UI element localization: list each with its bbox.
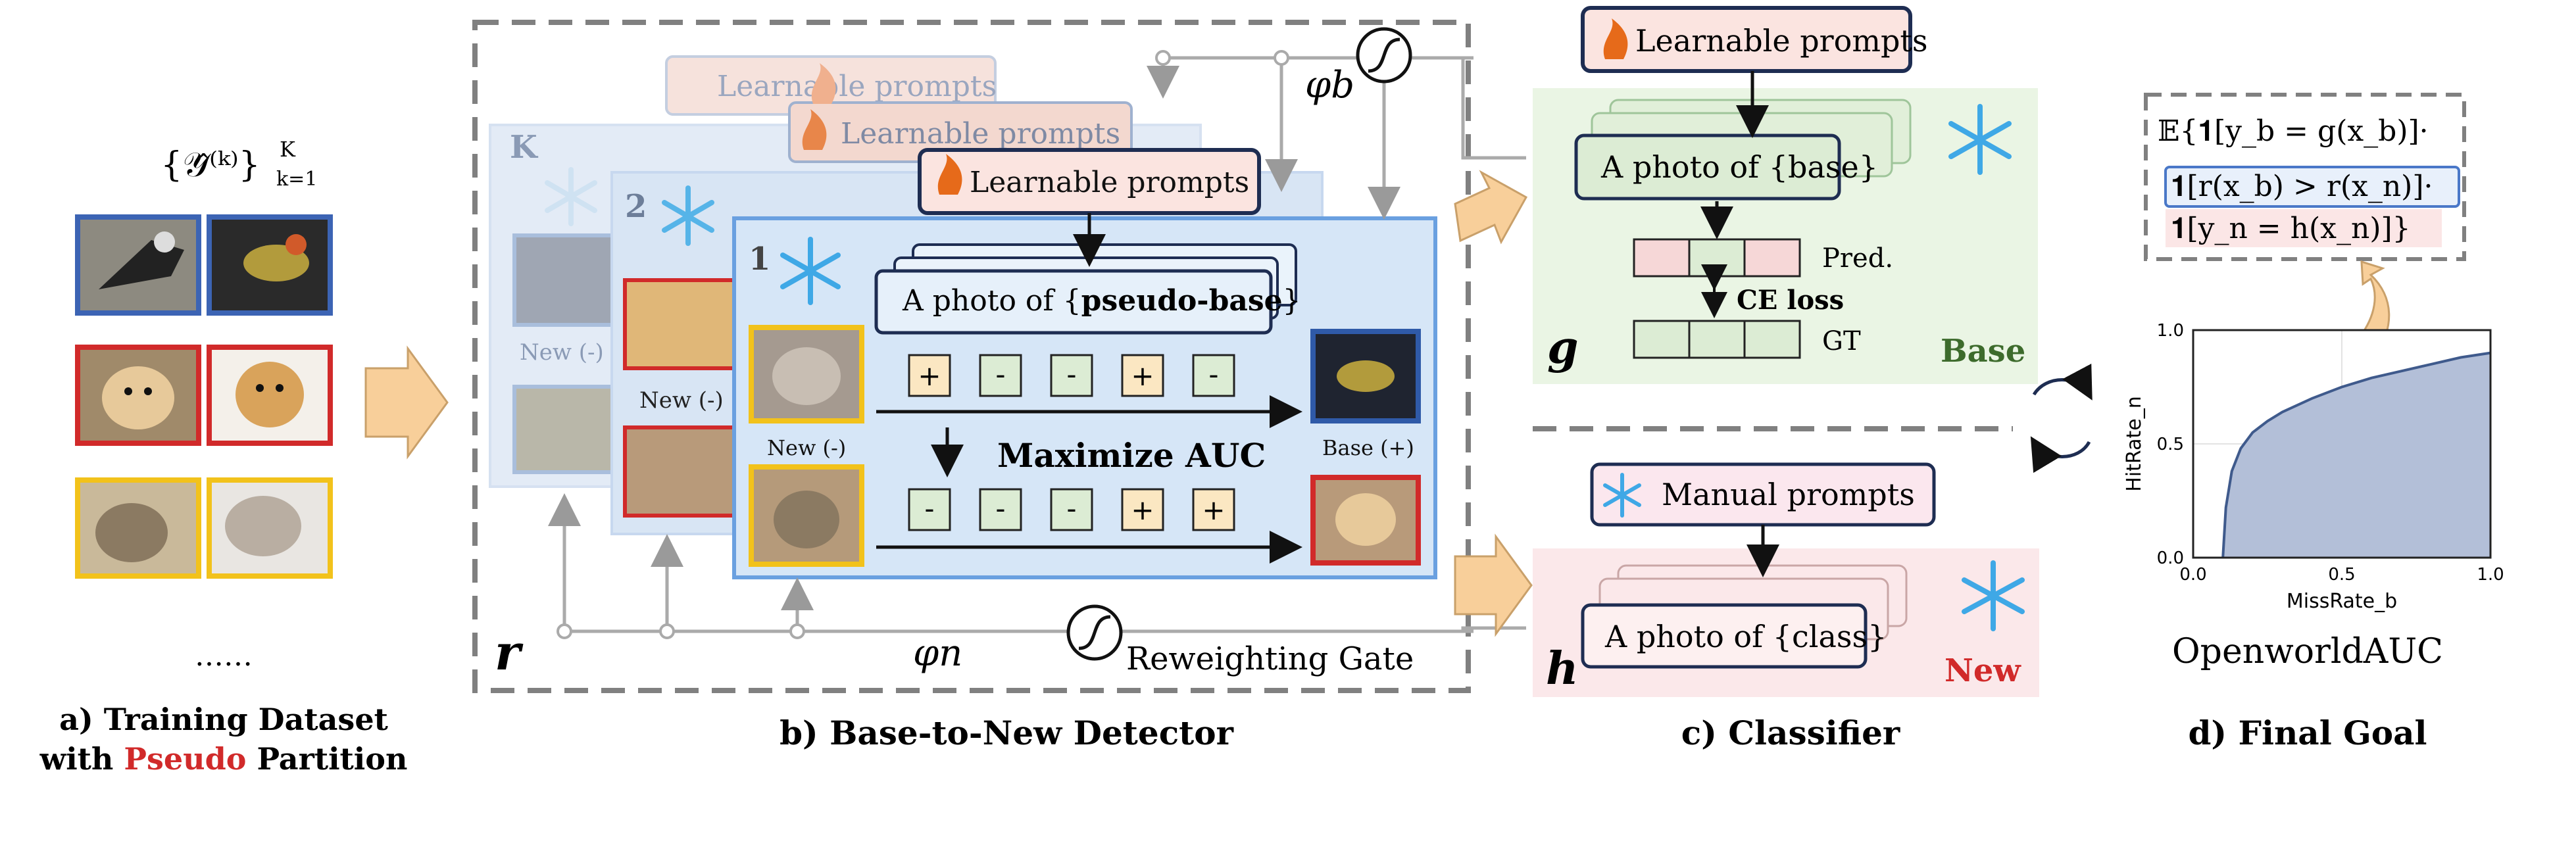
yellow-pair [75, 477, 333, 579]
y-tick-label: 0.5 [2157, 435, 2184, 454]
snowflake-icon [780, 237, 841, 305]
svg-text:+: + [1131, 494, 1154, 526]
r-symbol: r [495, 625, 524, 681]
formula-line-1: 𝔼{𝟏[y_b = g(x_b)]· [2158, 114, 2429, 148]
caption-c: c) Classifier [1681, 714, 1900, 752]
phi-b: φb [1305, 64, 1354, 107]
panel-b: K Learnable prompts New (-) 2 Learnable … [472, 20, 1526, 693]
svg-text:-: - [1208, 358, 1218, 391]
phi-n: φn [913, 632, 962, 675]
panel-d: 𝔼{𝟏[y_b = g(x_b)]· 𝟏[r(x_b) > r(x_n)]· 𝟏… [2123, 93, 2504, 671]
roc-curve [2221, 351, 2491, 558]
formula-highlight-blue [2164, 166, 2460, 208]
formula-highlight-red [2166, 209, 2442, 247]
flame-icon [1603, 18, 1628, 59]
flame-icon [802, 109, 827, 150]
snowflake-icon [1603, 473, 1641, 518]
loss-label: CE loss [1737, 285, 1844, 316]
template-box [874, 269, 1273, 335]
new-label-2: New (-) [639, 387, 724, 414]
swap-icon [2030, 363, 2093, 473]
x-axis-label: MissRate_b [2287, 590, 2397, 613]
red-pair [75, 345, 333, 446]
stack-label-1: 1 [749, 241, 770, 278]
ellipsis: …… [195, 639, 253, 673]
caption-b: b) Base-to-New Detector [780, 714, 1234, 752]
bird-image [1310, 329, 1421, 424]
score-row-1: + - - + - [908, 354, 1235, 397]
base-template-text: A photo of {base} [1600, 149, 1878, 185]
prompt-label-2: Learnable prompts [841, 117, 1120, 151]
svg-text:-: - [1066, 493, 1076, 525]
pred-label: Pred. [1822, 243, 1893, 274]
bird-image [512, 385, 615, 474]
caption-d: d) Final Goal [2188, 714, 2427, 752]
flow-arrow [364, 345, 449, 460]
y-axis-label: HitRate_n [2123, 396, 2146, 491]
formula-line-2: 𝟏[r(x_b) > r(x_n)]· [2171, 170, 2433, 203]
prompt-label-1: Learnable prompts [970, 166, 1249, 199]
base-template-box [1574, 133, 1841, 201]
svg-text:+: + [918, 360, 941, 392]
x-tick-label: 1.0 [2477, 565, 2504, 585]
class-template-box [1581, 603, 1868, 669]
auc-area [2223, 352, 2490, 558]
snowflake-icon [1962, 560, 2025, 631]
plot-border [2192, 329, 2492, 559]
caption-a-line2: with Pseudo Partition [39, 741, 408, 777]
panel-a: {𝒴̂⁽ᵏ⁾} K k=1 …… [75, 137, 333, 673]
x-tick-label: 0.0 [2179, 565, 2206, 585]
set-sup: K [280, 137, 296, 162]
x-tick-label: 0.5 [2328, 565, 2355, 585]
svg-text:-: - [995, 493, 1005, 525]
gt-label: GT [1822, 326, 1861, 356]
caption-a-line1: a) Training Dataset [59, 702, 388, 737]
chart-title: OpenworldAUC [2172, 632, 2443, 671]
formula-line-3: 𝟏[y_n = h(x_n)]} [2171, 212, 2411, 245]
svg-text:-: - [995, 358, 1005, 391]
flow-arrow [1454, 170, 1528, 245]
snowflake-icon [1948, 104, 2012, 175]
snowflake-icon [662, 185, 714, 246]
detector-frame [472, 20, 1471, 693]
svg-text:-: - [1066, 358, 1076, 391]
class-template-text: A photo of {class} [1604, 619, 1887, 654]
base-word: Base [1941, 333, 2025, 370]
manual-prompt-label: Manual prompts [1662, 477, 1915, 512]
dog-image [623, 425, 736, 518]
prompt-label-k: Learnable prompts [717, 70, 997, 103]
gate-label: Reweighting Gate [1126, 641, 1414, 677]
dog-image [623, 278, 736, 370]
set-sub: k=1 [276, 168, 317, 191]
base-label: Base (+) [1322, 435, 1414, 460]
stack-label-k: K [510, 129, 539, 166]
svg-text:+: + [1202, 494, 1225, 526]
snowflake-icon [545, 167, 597, 226]
blue-pair [75, 214, 333, 316]
bird-image [75, 214, 201, 316]
new-word: New [1944, 652, 2021, 689]
new-label-k: New (-) [520, 339, 604, 366]
flow-arrow [1454, 533, 1533, 637]
flame-icon [937, 154, 962, 195]
objective-label: Maximize AUC [997, 436, 1266, 475]
learnable-prompt-label: Learnable prompts [1635, 23, 1928, 59]
h-symbol: h [1546, 642, 1578, 695]
stack-label-2: 2 [625, 188, 647, 225]
y-tick-label: 1.0 [2157, 321, 2184, 341]
y-tick-label: 0.0 [2157, 548, 2184, 568]
new-label-1: New (-) [767, 435, 846, 460]
g-symbol: g [1547, 322, 1579, 374]
svg-text:-: - [924, 493, 934, 525]
flame-icon [811, 63, 836, 104]
template-text: A photo of {pseudo-base} [902, 284, 1301, 318]
svg-text:+: + [1131, 360, 1154, 392]
score-row-2: - - - + + [908, 488, 1235, 531]
set-notation: {𝒴̂⁽ᵏ⁾} [161, 145, 260, 185]
panel-c: Learnable prompts A photo of {base} Pred… [1533, 6, 2039, 697]
bird-image [512, 233, 615, 327]
learnable-prompt-box [1581, 6, 1912, 73]
